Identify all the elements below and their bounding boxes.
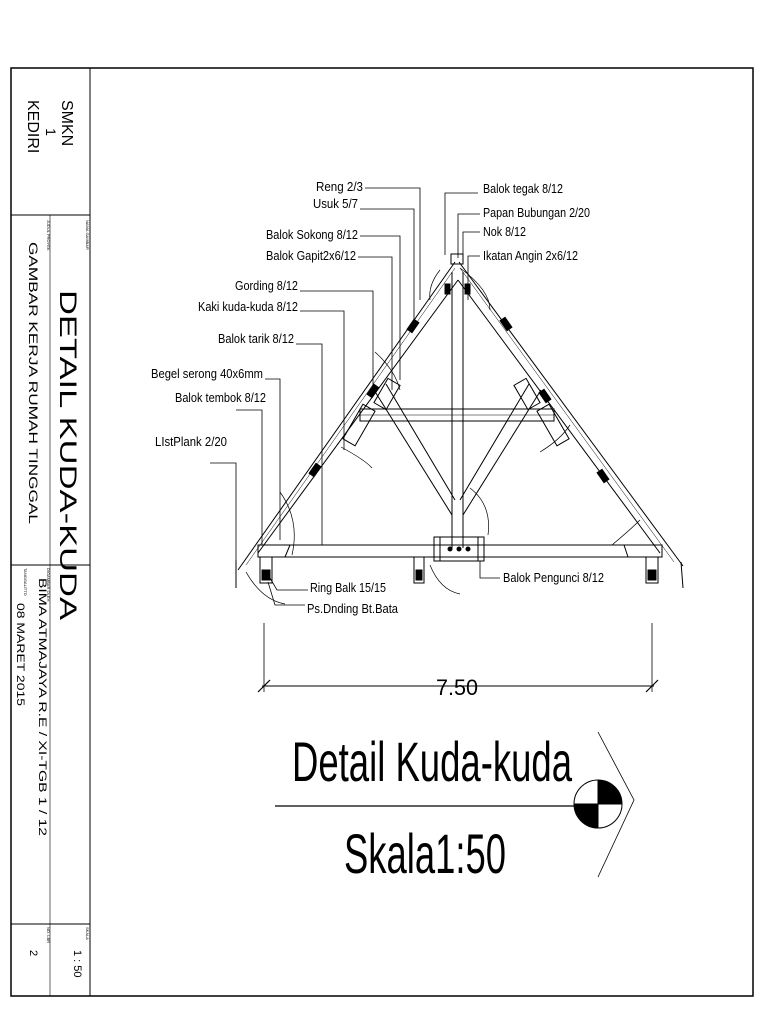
scale-caption: SKALA bbox=[85, 927, 90, 940]
label-gording: Gording 8/12 bbox=[235, 278, 298, 293]
section-marker-icon bbox=[573, 731, 635, 878]
component-labels: Reng 2/3 Usuk 5/7 Balok Sokong 8/12 Balo… bbox=[151, 179, 604, 616]
title-block: SMKN 1 KEDIRI NAMA GAMBAR DETAIL KUDA-KU… bbox=[11, 68, 91, 996]
label-balok-sokong: Balok Sokong 8/12 bbox=[266, 227, 358, 242]
label-kaki-kuda: Kaki kuda-kuda 8/12 bbox=[198, 299, 298, 314]
span-dimension bbox=[257, 623, 659, 693]
rafter-right-outer bbox=[458, 261, 684, 567]
sheet-no-caption: NO. LBR bbox=[46, 927, 51, 943]
school-name-line2: 1 bbox=[43, 128, 59, 136]
school-name-line1: SMKN bbox=[58, 100, 75, 146]
label-nok: Nok 8/12 bbox=[483, 224, 526, 239]
school-name-line3: KEDIRI bbox=[24, 100, 41, 153]
project-name: GAMBAR KERJA RUMAH TINGGAL bbox=[26, 242, 40, 524]
sheet-no-value: 2 bbox=[27, 950, 39, 956]
date-value: 08 MARET 2015 bbox=[14, 603, 26, 706]
label-balok-tembok: Balok tembok 8/12 bbox=[175, 390, 266, 405]
label-ps-dinding: Ps.Dnding Bt.Bata bbox=[307, 601, 399, 616]
project-caption: JUDUL PROYEK bbox=[46, 220, 51, 251]
label-reng: Reng 2/3 bbox=[316, 179, 363, 194]
label-usuk: Usuk 5/7 bbox=[313, 196, 358, 211]
scale-value: 1 : 50 bbox=[71, 950, 83, 978]
sheet-border bbox=[10, 67, 754, 997]
author-name: BIMA ATMAJAYA R.E / XI-TGB 1 / 12 bbox=[36, 578, 48, 836]
label-ikatan-angin: Ikatan Angin 2x6/12 bbox=[483, 248, 578, 263]
label-balok-gapit: Balok Gapit2x6/12 bbox=[266, 248, 356, 263]
rafter-right-inner bbox=[457, 279, 661, 554]
ridge-nok bbox=[450, 253, 464, 265]
label-begel: Begel serong 40x6mm bbox=[151, 366, 263, 381]
label-papan-bubungan: Papan Bubungan 2/20 bbox=[483, 205, 590, 220]
locking-beam bbox=[433, 536, 485, 562]
rafter-left-inner bbox=[257, 279, 459, 554]
roof-truss bbox=[235, 253, 684, 605]
author-caption: DIGAMBAR OLEH bbox=[46, 568, 51, 601]
label-balok-tarik: Balok tarik 8/12 bbox=[218, 331, 294, 346]
label-balok-tegak: Balok tegak 8/12 bbox=[483, 181, 563, 196]
leader-lines bbox=[210, 187, 500, 606]
tie-beam bbox=[257, 544, 663, 558]
ring-balk-left bbox=[259, 556, 273, 584]
caption-scale: Skala1:50 bbox=[344, 822, 506, 885]
span-dimension-value: 7.50 bbox=[436, 675, 478, 700]
label-ring-balk: Ring Balk 15/15 bbox=[310, 580, 386, 595]
rafter-left-outer bbox=[237, 261, 456, 571]
label-balok-pengunci: Balok Pengunci 8/12 bbox=[503, 570, 604, 585]
label-listplank: LIstPlank 2/20 bbox=[155, 434, 227, 449]
drawing-name-caption: NAMA GAMBAR bbox=[85, 220, 90, 250]
drawing-name: DETAIL KUDA-KUDA bbox=[54, 290, 81, 620]
caption-title: Detail Kuda-kuda bbox=[292, 730, 573, 793]
date-caption: TANGGAL/TTD bbox=[23, 568, 28, 596]
